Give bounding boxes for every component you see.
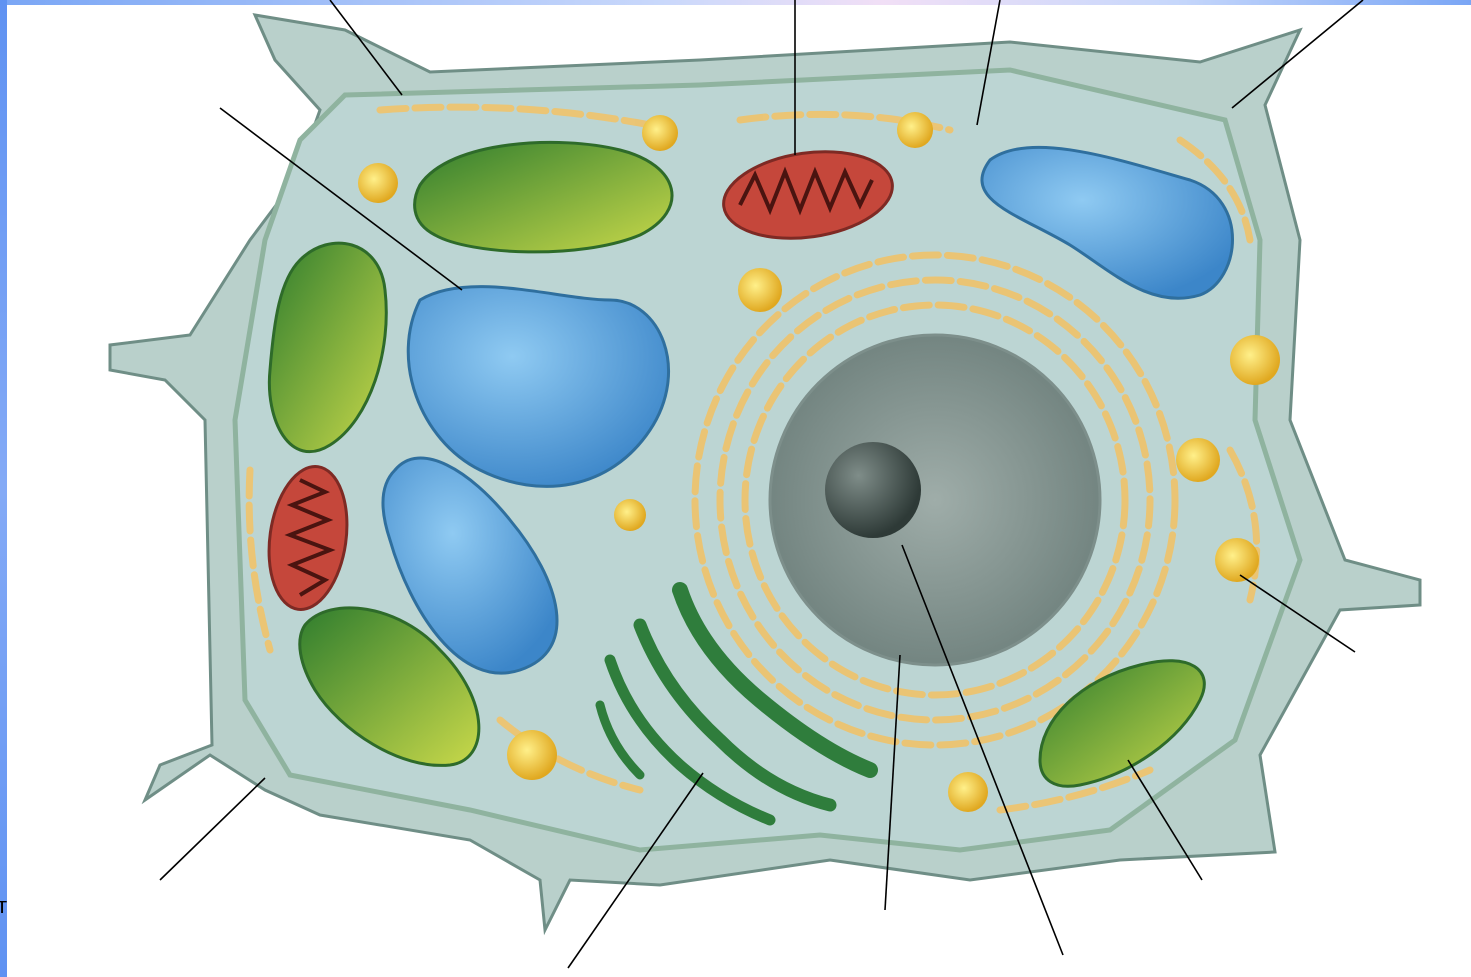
leader-line-cell-wall-bottom: [160, 778, 265, 880]
vesicle: [897, 112, 933, 148]
vesicle: [1230, 335, 1280, 385]
vesicle: [1215, 538, 1259, 582]
chloroplast: [415, 142, 672, 252]
nucleolus: [825, 442, 921, 538]
vesicle: [358, 163, 398, 203]
vesicle: [948, 772, 988, 812]
nucleus: [770, 335, 1100, 665]
vesicle: [614, 499, 646, 531]
vesicle: [738, 268, 782, 312]
vesicle: [1176, 438, 1220, 482]
vesicle: [642, 115, 678, 151]
vesicle: [507, 730, 557, 780]
stray-text-mark: т: [0, 893, 7, 919]
